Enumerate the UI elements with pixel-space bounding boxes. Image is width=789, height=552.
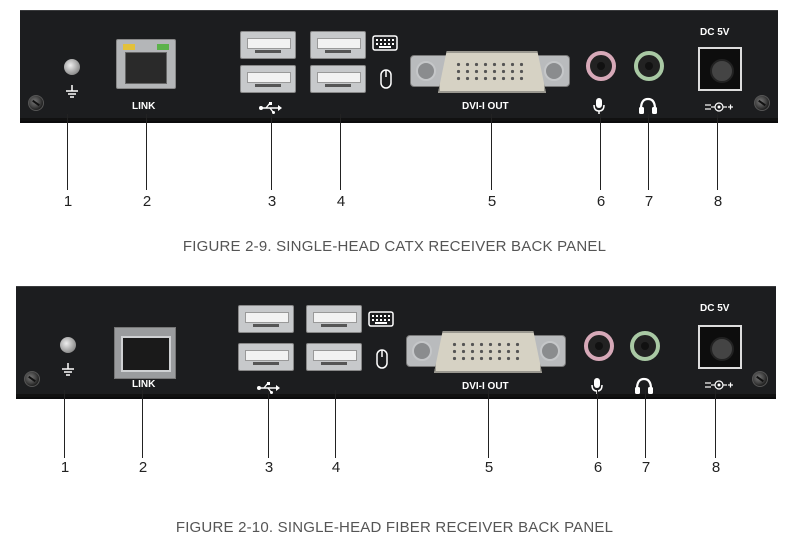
callout-line-6 bbox=[600, 114, 601, 190]
callout-line-7 bbox=[648, 114, 649, 190]
sfp-cage bbox=[121, 336, 171, 372]
ground-screw bbox=[64, 59, 80, 75]
callout-line-2 bbox=[142, 390, 143, 458]
callout-number: 5 bbox=[487, 193, 497, 210]
keyboard-icon bbox=[372, 35, 398, 51]
link-label: LINK bbox=[132, 101, 156, 112]
link-led-yellow bbox=[123, 44, 135, 50]
rj45-link-port bbox=[116, 39, 176, 89]
back-panel: LINK DVI-I OUT bbox=[20, 10, 778, 123]
microphone-jack bbox=[584, 331, 614, 361]
back-panel: LINK DVI-I OUT bbox=[16, 286, 776, 399]
usb-port-bottom-left bbox=[240, 65, 296, 93]
callout-number: 7 bbox=[641, 459, 651, 476]
callout-number: 3 bbox=[264, 459, 274, 476]
ground-icon bbox=[66, 85, 78, 98]
dvi-label: DVI-I OUT bbox=[462, 101, 509, 112]
callout-line-5 bbox=[488, 390, 489, 458]
callout-line-2 bbox=[146, 114, 147, 190]
dvi-right-nut bbox=[540, 341, 560, 361]
callout-line-4 bbox=[335, 390, 336, 458]
callout-number: 4 bbox=[336, 193, 346, 210]
usb-port-top-right bbox=[306, 305, 362, 333]
figure-catx-receiver: LINK DVI-I OUT bbox=[0, 0, 789, 270]
usb-port-bottom-left bbox=[238, 343, 294, 371]
ground-icon bbox=[62, 363, 74, 376]
dc-label: DC 5V bbox=[700, 303, 730, 314]
right-screw bbox=[754, 95, 770, 111]
usb-port-top-left bbox=[240, 31, 296, 59]
callout-number: 1 bbox=[60, 459, 70, 476]
callout-number: 6 bbox=[593, 459, 603, 476]
mouse-icon bbox=[380, 69, 392, 89]
dvi-label: DVI-I OUT bbox=[462, 381, 509, 392]
usb-port-top-left bbox=[238, 305, 294, 333]
sfp-link-port bbox=[114, 327, 176, 379]
callout-line-5 bbox=[491, 114, 492, 190]
figure-caption: FIGURE 2-10. SINGLE-HEAD FIBER RECEIVER … bbox=[175, 519, 614, 536]
headphones-icon bbox=[639, 97, 657, 114]
callout-line-1 bbox=[64, 390, 65, 458]
dvi-i-out-port bbox=[434, 331, 542, 373]
dc-label: DC 5V bbox=[700, 27, 730, 38]
dvi-left-nut bbox=[412, 341, 432, 361]
link-led-green bbox=[157, 44, 169, 50]
callout-line-3 bbox=[271, 114, 272, 190]
callout-line-6 bbox=[597, 390, 598, 458]
callout-number: 8 bbox=[713, 193, 723, 210]
callout-number: 5 bbox=[484, 459, 494, 476]
callout-line-8 bbox=[715, 390, 716, 458]
callout-line-4 bbox=[340, 114, 341, 190]
dvi-left-nut bbox=[416, 61, 436, 81]
mouse-icon bbox=[376, 349, 388, 369]
left-screw bbox=[24, 371, 40, 387]
callout-number: 2 bbox=[142, 193, 152, 210]
callout-number: 4 bbox=[331, 459, 341, 476]
ground-screw bbox=[60, 337, 76, 353]
usb-port-top-right bbox=[310, 31, 366, 59]
dc-power-jack bbox=[698, 47, 742, 91]
callout-number: 3 bbox=[267, 193, 277, 210]
callout-line-8 bbox=[717, 114, 718, 190]
dc-power-jack bbox=[698, 325, 742, 369]
callout-number: 8 bbox=[711, 459, 721, 476]
usb-icon bbox=[259, 102, 282, 114]
headphone-jack bbox=[634, 51, 664, 81]
microphone-jack bbox=[586, 51, 616, 81]
dvi-i-out-port bbox=[438, 51, 546, 93]
link-label: LINK bbox=[132, 379, 156, 390]
callout-number: 2 bbox=[138, 459, 148, 476]
dc-polarity-icon bbox=[705, 102, 733, 112]
headphones-icon bbox=[635, 377, 653, 394]
microphone-icon bbox=[593, 98, 605, 114]
rj45-socket bbox=[125, 52, 167, 84]
callout-line-3 bbox=[268, 390, 269, 458]
usb-icon bbox=[257, 382, 280, 394]
left-screw bbox=[28, 95, 44, 111]
callout-line-7 bbox=[645, 390, 646, 458]
keyboard-icon bbox=[368, 311, 394, 327]
callout-number: 1 bbox=[63, 193, 73, 210]
usb-port-bottom-right bbox=[310, 65, 366, 93]
figure-caption: FIGURE 2-9. SINGLE-HEAD CATX RECEIVER BA… bbox=[182, 238, 607, 255]
callout-line-1 bbox=[67, 114, 68, 190]
dvi-right-nut bbox=[544, 61, 564, 81]
figure-fiber-receiver: LINK DVI-I OUT bbox=[0, 276, 789, 552]
callout-number: 6 bbox=[596, 193, 606, 210]
headphone-jack bbox=[630, 331, 660, 361]
dc-polarity-icon bbox=[705, 380, 733, 390]
usb-port-bottom-right bbox=[306, 343, 362, 371]
callout-number: 7 bbox=[644, 193, 654, 210]
right-screw bbox=[752, 371, 768, 387]
